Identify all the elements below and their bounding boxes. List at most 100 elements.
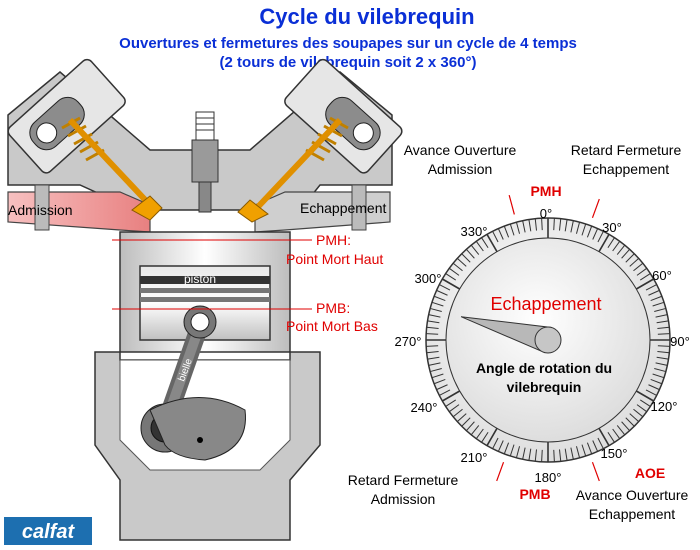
dial-tick	[461, 253, 471, 263]
dial-ticks	[426, 218, 670, 462]
timing-marker-line	[591, 198, 600, 219]
deg-label-180: 180°	[535, 470, 562, 485]
subtitle-cycle: (2 tours de vilebrequin soit 2 x 360°)	[220, 54, 477, 71]
dial-tick	[636, 404, 647, 413]
dial-tick	[481, 431, 489, 443]
dial-tick	[445, 273, 457, 281]
dial-tick	[439, 389, 451, 396]
deg-label-60: 60°	[652, 268, 672, 283]
dial-tick	[465, 249, 475, 259]
dial-center-line1: Angle de rotation du	[476, 360, 612, 376]
dial-tick	[586, 442, 593, 455]
dial-tick	[457, 257, 467, 267]
dial-tick	[575, 446, 581, 458]
dial-tick	[654, 367, 666, 373]
dial-tick	[636, 267, 647, 276]
logo-text: calfat	[22, 521, 76, 543]
deg-label-240: 240°	[411, 400, 438, 415]
dial-tick	[528, 219, 532, 232]
dial-tick	[492, 437, 499, 449]
aoa-line1: Avance Ouverture	[404, 142, 517, 158]
dial-tick	[629, 413, 639, 423]
pmh-description: Point Mort Haut	[286, 251, 383, 267]
spark-plug	[191, 111, 219, 213]
engine-illustration: piston bielle	[7, 58, 403, 541]
dial-tick	[439, 284, 451, 291]
dial-tick	[497, 440, 504, 452]
dial-tick	[616, 425, 626, 436]
dial-tick	[598, 233, 610, 253]
dial-tick	[629, 257, 639, 267]
dial-tick	[586, 225, 593, 238]
pmh-label: PMH:	[316, 232, 351, 248]
dial-tick	[592, 228, 599, 240]
deg-label-0: 0°	[540, 206, 552, 221]
dial-tick	[559, 218, 562, 231]
dial-tick	[528, 448, 532, 461]
rfa-line1: Retard Fermeture	[348, 472, 459, 488]
dial-tick	[639, 399, 651, 407]
dial-tick	[612, 241, 621, 252]
deg-label-90: 90°	[670, 334, 690, 349]
intake-valve	[67, 117, 163, 221]
subtitle: Ouvertures et fermetures des soupapes su…	[119, 35, 577, 52]
aoa-line2: Admission	[428, 161, 493, 177]
dial-tick	[621, 249, 631, 259]
dial-tick	[465, 421, 475, 431]
dial-tick	[559, 449, 562, 462]
dial-tick	[657, 351, 670, 354]
dial-tick	[509, 223, 515, 236]
dial-hub	[534, 326, 562, 354]
dial-tick	[461, 417, 471, 427]
dial-tick	[436, 384, 448, 391]
dial-tick	[534, 449, 537, 462]
dial-tick	[564, 219, 568, 232]
dial-tick	[625, 417, 635, 427]
deg-label-300: 300°	[415, 271, 442, 286]
aoe-line2: Echappement	[589, 506, 676, 522]
dial-tick	[449, 267, 460, 276]
pmb-dial-label: PMB	[519, 486, 550, 502]
dial-tick	[428, 314, 441, 318]
crankshaft-axis	[197, 437, 203, 443]
dial-center-line2: vilebrequin	[507, 379, 582, 395]
dial-phase-label: Echappement	[490, 294, 601, 314]
rfa-line2: Admission	[371, 491, 436, 507]
dial-tick	[607, 237, 615, 249]
dial-tick	[592, 440, 599, 452]
dial-tick	[625, 253, 635, 263]
dial-tick	[607, 431, 615, 443]
piston-ring-3	[140, 297, 270, 302]
rfe-line1: Retard Fermeture	[571, 142, 682, 158]
dial-tick	[656, 320, 669, 324]
dial-tick	[426, 351, 439, 354]
dial-tick	[553, 449, 555, 462]
dial-tick	[486, 427, 498, 447]
dial-tick	[522, 447, 526, 460]
dial-tick	[655, 362, 668, 366]
dial-tick	[441, 390, 461, 402]
dial-tick	[657, 333, 670, 335]
dial-tick	[503, 442, 510, 455]
dial-tick	[497, 228, 504, 240]
pmb-description: Point Mort Bas	[286, 318, 378, 334]
dial-tick	[633, 262, 644, 272]
dial-tick	[503, 225, 510, 238]
dial-tick	[650, 295, 663, 302]
dial-tick	[553, 218, 555, 231]
dial-tick	[441, 278, 461, 290]
dial-tick	[648, 289, 660, 296]
aoe-line1: Avance Ouverture	[576, 487, 689, 503]
dial-tick	[652, 373, 665, 379]
dial-tick	[635, 278, 655, 290]
piston-label: piston	[184, 272, 216, 286]
dial-tick	[633, 408, 644, 418]
dial-tick	[449, 404, 460, 413]
pmh-dial-label: PMH	[530, 183, 561, 199]
dial-tick	[597, 231, 604, 243]
dial-tick	[426, 333, 439, 335]
dial-tick	[470, 244, 480, 255]
dial-tick	[564, 448, 568, 461]
deg-label-330: 330°	[461, 224, 488, 239]
